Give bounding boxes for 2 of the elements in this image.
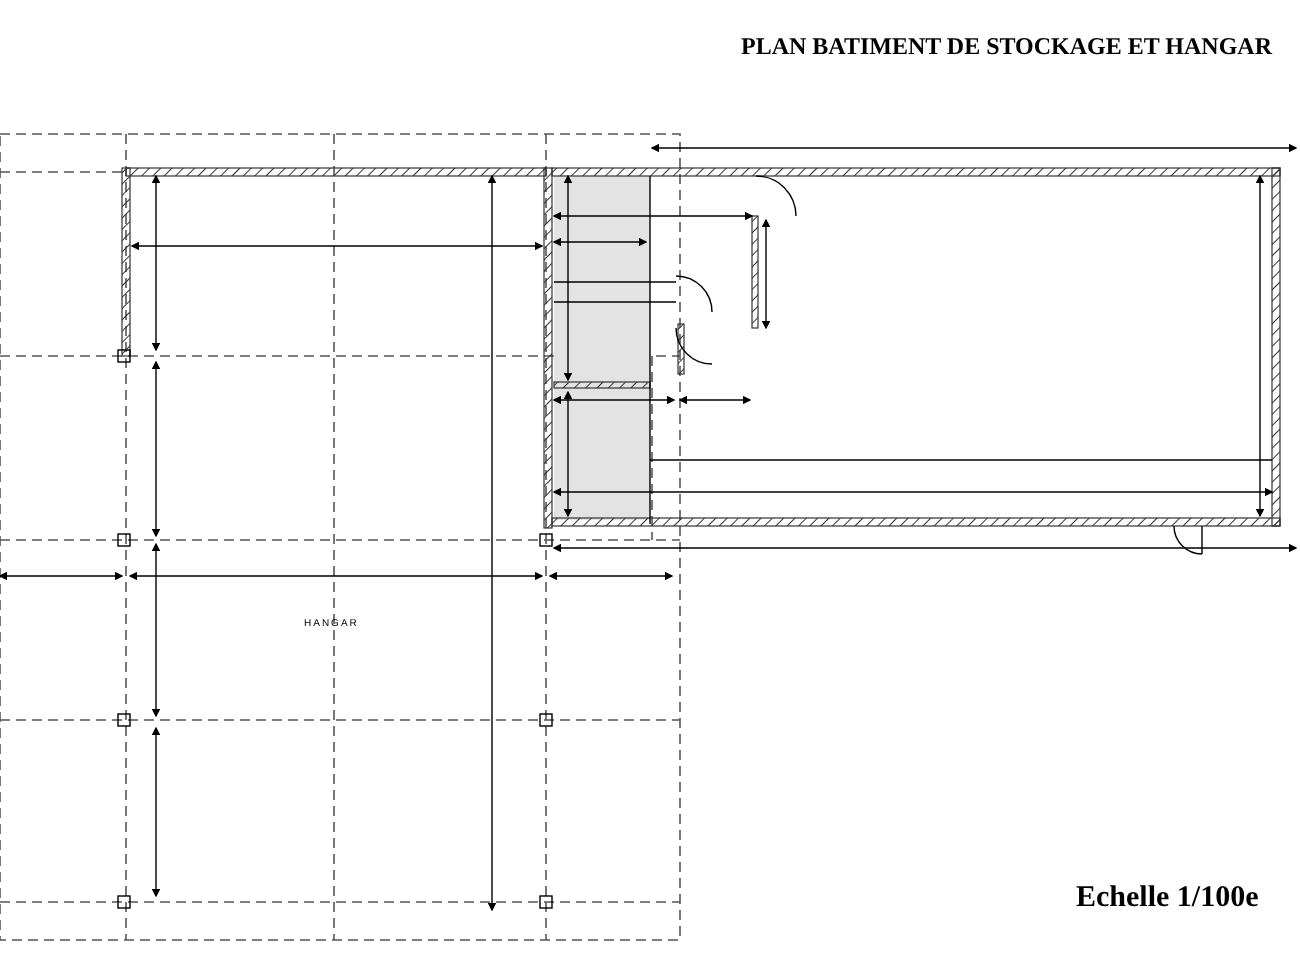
plan-title: PLAN BATIMENT DE STOCKAGE ET HANGAR (741, 32, 1272, 62)
scale-note: Echelle 1/100e (1076, 882, 1259, 916)
